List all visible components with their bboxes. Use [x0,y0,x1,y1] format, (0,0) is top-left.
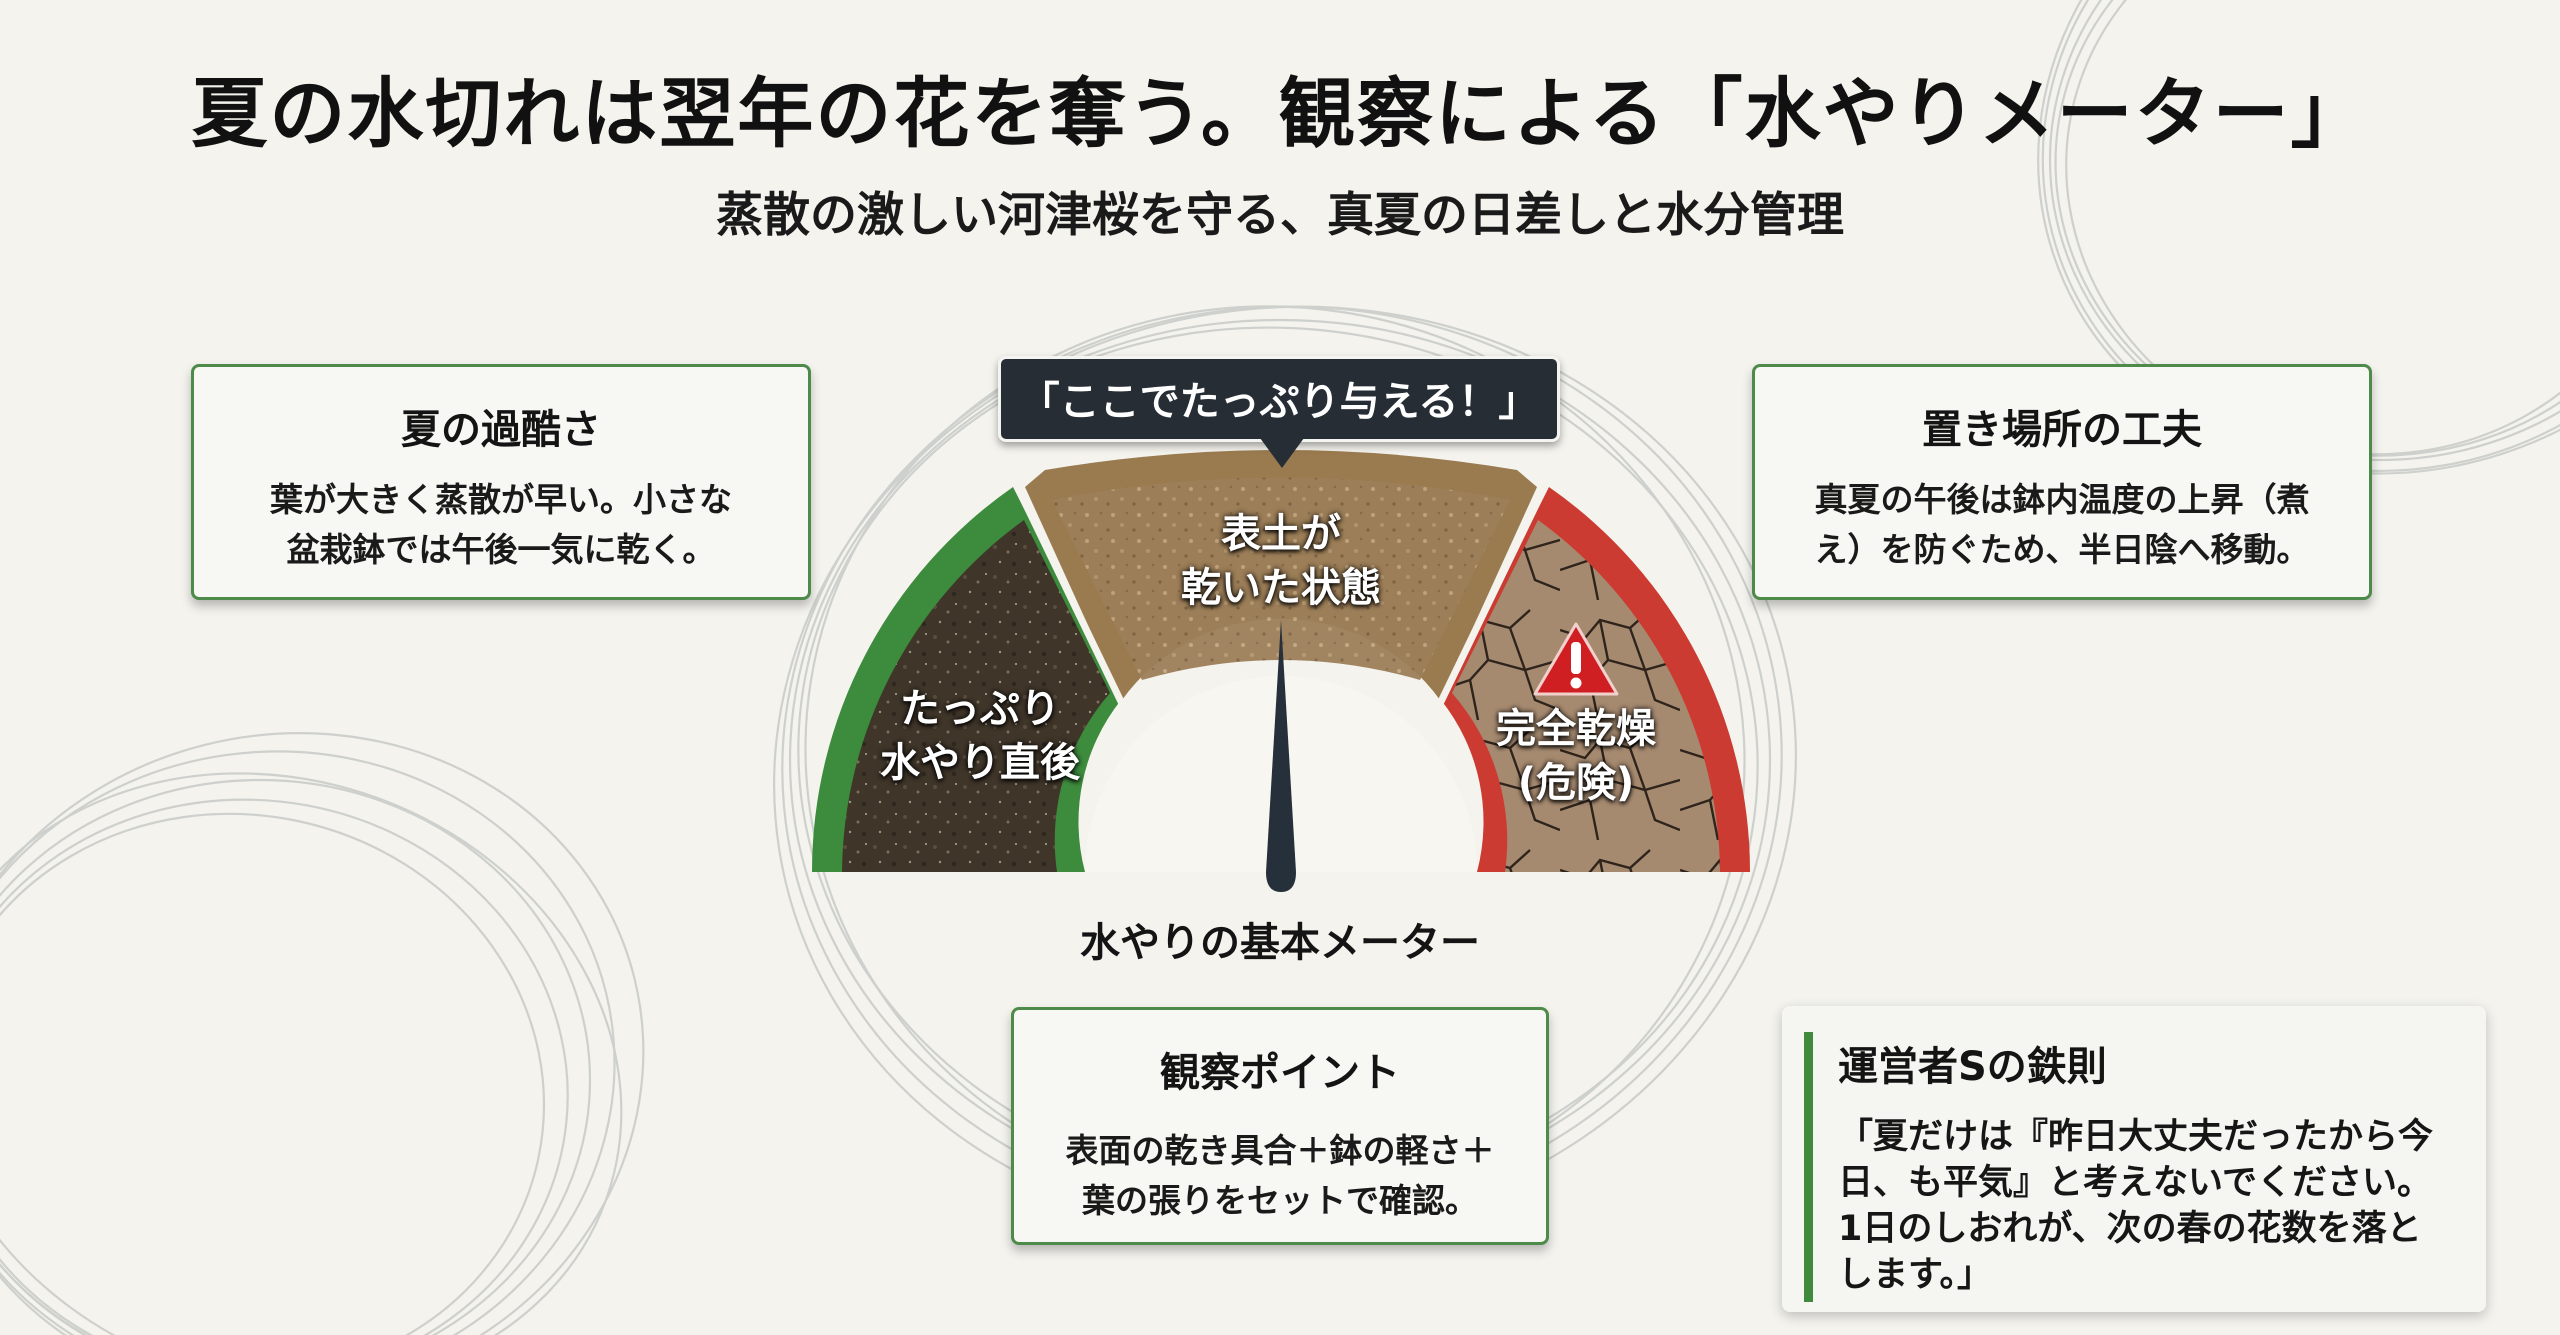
quote-line: 1日のしおれが、次の春の花数を落と [1838,1209,2422,1249]
card-text-line: 葉の張りをセットで確認。 [1082,1181,1478,1220]
segment-label-fully-dry: 完全乾燥 (危険) [1496,706,1656,806]
card-text-line: 表面の乾き具合＋鉢の軽さ＋ [1065,1131,1495,1170]
card-summer-harshness: 夏の過酷さ 葉が大きく蒸散が早い。小さな 盆栽鉢では午後一気に乾く。 [191,364,811,600]
card-title: 観察ポイント [1160,1050,1400,1096]
card-title: 夏の過酷さ [401,407,601,453]
card-text-line: 真夏の午後は鉢内温度の上昇（煮 [1814,480,2310,519]
watering-callout: 「ここでたっぷり与える！」 [998,356,1560,442]
callout-pointer [1260,438,1304,468]
card-text-line: え）を防ぐため、半日陰へ移動。 [1814,530,2310,569]
page-subtitle: 蒸散の激しい河津桜を守る、真夏の日差しと水分管理 [716,188,1844,243]
card-text-line: 葉が大きく蒸散が早い。小さな [270,480,732,519]
card-placement-tips: 置き場所の工夫 真夏の午後は鉢内温度の上昇（煮 え）を防ぐため、半日陰へ移動。 [1752,364,2372,600]
segment-label-surface-dry: 表土が 乾いた状態 [1181,511,1381,611]
card-text-line: 盆栽鉢では午後一気に乾く。 [286,530,716,569]
card-observation-points: 観察ポイント 表面の乾き具合＋鉢の軽さ＋ 葉の張りをセットで確認。 [1011,1007,1549,1245]
warning-icon [1533,622,1619,696]
segment-label-wet: たっぷり 水やり直後 [880,686,1080,786]
gauge-needle [1266,620,1296,892]
card-title: 運営者Sの鉄則 [1838,1044,2107,1090]
card-operator-rule: 運営者Sの鉄則 「夏だけは『昨日大丈夫だったから今 日、も平気』と考えないでくだ… [1782,1006,2486,1312]
quote-line: 日、も平気』と考えないでください。 [1838,1163,2432,1203]
quote-accent-bar [1804,1032,1813,1302]
quote-line: 「夏だけは『昨日大丈夫だったから今 [1838,1117,2434,1157]
gauge-caption: 水やりの基本メーター [1080,920,1480,966]
quote-line: します。」 [1838,1255,1993,1295]
page-title: 夏の水切れは翌年の花を奪う。観察による「水やりメーター」 [191,69,2369,158]
card-title: 置き場所の工夫 [1922,407,2202,453]
